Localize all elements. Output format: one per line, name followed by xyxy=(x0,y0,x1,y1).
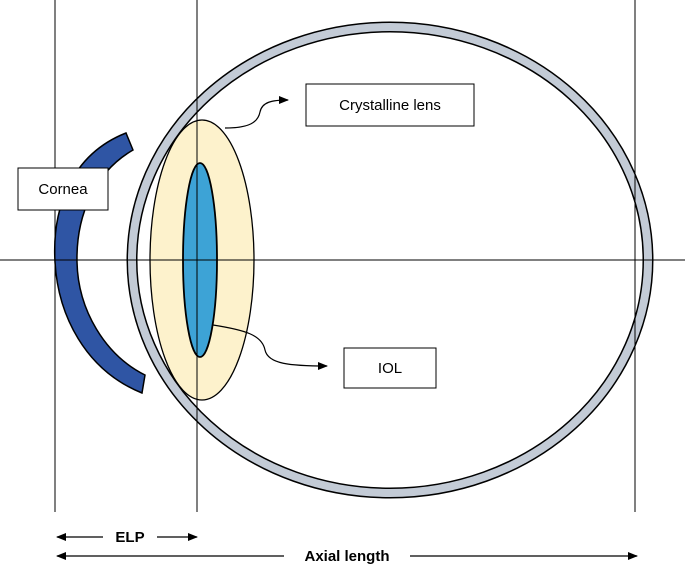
iol-label-box xyxy=(343,347,437,389)
crystalline-lens-label-box xyxy=(305,83,475,127)
axial-length-label: Axial length xyxy=(304,548,389,565)
cornea-label: Cornea xyxy=(17,167,109,211)
reference-lines xyxy=(0,0,685,512)
iol-label-text: IOL xyxy=(378,360,402,377)
elp-label: ELP xyxy=(115,529,144,546)
axial-length-dimension: Axial length xyxy=(56,548,638,565)
cornea-label-text: Cornea xyxy=(38,181,88,198)
iol-leader xyxy=(212,324,328,370)
crystalline-lens-label: Crystalline lens xyxy=(305,83,475,127)
elp-dimension: ELP xyxy=(56,529,198,546)
crystalline-lens-label-text: Crystalline lens xyxy=(339,97,441,114)
cornea-label-box xyxy=(17,167,109,211)
crystalline-lens-leader xyxy=(224,96,289,129)
iol-label: IOL xyxy=(343,347,437,389)
